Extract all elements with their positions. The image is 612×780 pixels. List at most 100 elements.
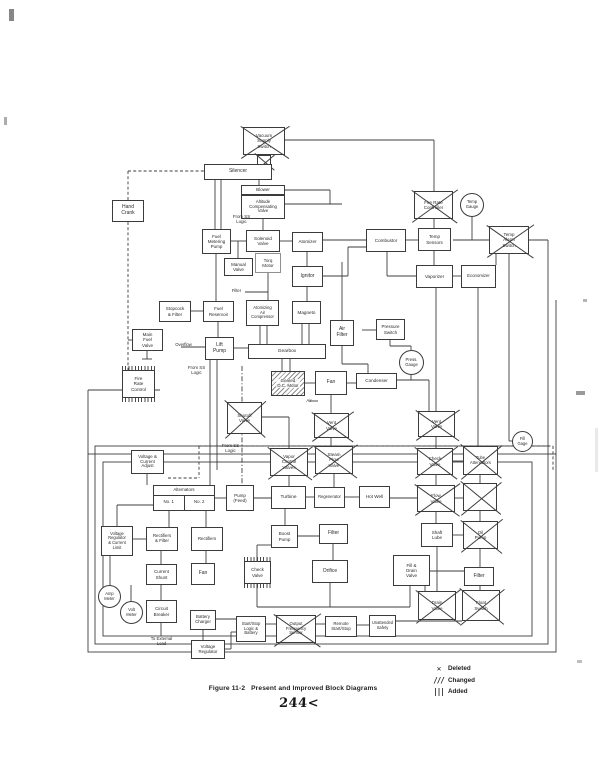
node-torq-motor: Torq Motor xyxy=(255,253,281,273)
node-circuit-breaker: Circuit Breaker xyxy=(146,600,177,623)
node-fire-rate-control-label: Fire Rate Control xyxy=(131,376,146,392)
node-start-stop-logic: Start/Stop Logic & Battery xyxy=(236,616,266,642)
node-temp-sensors-label: Temp Sensors xyxy=(426,234,443,245)
node-to-external-load-label: To External Load xyxy=(150,636,173,646)
node-rectifiers: Rectifiers xyxy=(191,527,223,551)
node-economizer-label: Economizer xyxy=(467,273,490,279)
legend-item-added: |||Added xyxy=(430,686,475,698)
node-filter-mid-label: Filter xyxy=(327,530,340,537)
node-filter-bottom-right: Filter xyxy=(464,567,494,586)
node-fill-gage: Fill Gage xyxy=(512,431,533,452)
node-fire-rate-control: Fire Rate Control xyxy=(122,366,155,402)
legend-label: Deleted xyxy=(448,665,471,673)
node-pressure-switch-top: Pressure Switch xyxy=(376,319,405,340)
node-boost-pump: Boost Pump xyxy=(271,525,298,548)
node-silencer: Silencer xyxy=(204,164,272,180)
node-fuel-metering-pump: Fuel Metering Pump xyxy=(202,229,231,254)
node-fill-gage-label: Fill Gage xyxy=(517,435,528,446)
node-pressure-switch-top-label: Pressure Switch xyxy=(381,324,400,335)
node-current-shunt: Current Shunt xyxy=(146,564,177,585)
node-turbine-label: Turbine xyxy=(280,494,297,500)
node-stopcock-filter: Stopcock & Filter xyxy=(159,301,191,322)
node-dc-motor-label: Geared D.C. Motor xyxy=(276,377,300,389)
node-unattended-safety-label: Unattended Safety xyxy=(371,620,394,630)
node-voltage-regulator-current-limit-label: Voltage Regulator & Current Limit xyxy=(108,530,126,550)
node-shaft-lube: Shaft Lube xyxy=(421,523,453,547)
node-combustor-label: Combustor xyxy=(374,237,398,243)
node-lift-pump: Lift Pump xyxy=(205,337,234,360)
node-vacuum-supply-switch: Vacuum Supply Switch xyxy=(240,125,290,160)
scan-artifact xyxy=(577,660,582,663)
node-hand-crank-label: Hand Crank xyxy=(121,204,135,216)
node-voltage-current-adjust-label: Voltage & Current Adjust xyxy=(138,453,157,469)
node-battery-charger: Battery Charger xyxy=(190,610,216,630)
node-fuel-metering-pump-label: Fuel Metering Pump xyxy=(207,233,226,250)
node-fuel-reservoir: Fuel Reservoir xyxy=(203,301,234,322)
node-atomizing-air-compressor-label: Atomizing Air Compressor xyxy=(251,304,274,320)
node-filter-label: Filter xyxy=(229,288,244,295)
node-blower-label: Blower xyxy=(256,187,270,193)
node-from-ss-logic-2-label: From SS Logic xyxy=(187,365,206,375)
node-atomizer-label: Atomizer xyxy=(298,239,317,245)
node-from-ss-logic-1-label: From SS Logic xyxy=(232,214,251,224)
node-altitude-compensating-valve: Altitude Compensating Valve xyxy=(241,195,285,219)
node-ignitor: Ignitor xyxy=(292,266,323,287)
node-rectifiers-label: Rectifiers xyxy=(197,535,217,541)
node-volt-meter-label: Volt Meter xyxy=(126,606,137,617)
scan-artifact xyxy=(9,9,14,21)
node-alternators-cell-0: No. 1 xyxy=(163,499,175,505)
node-manual-valve: Manual Valve xyxy=(224,258,253,276)
node-air-filter-label: Air Filter xyxy=(336,326,348,338)
node-solenoid-valve-label: Solenoid Valve xyxy=(254,235,272,246)
node-air-filter: Air Filter xyxy=(330,320,354,346)
node-ignitor-label: Ignitor xyxy=(300,272,315,279)
node-orifice: Orifice xyxy=(312,560,348,583)
node-unattended-safety: Unattended Safety xyxy=(369,615,396,637)
node-fan-1: Fan xyxy=(315,371,347,395)
node-from-ss-logic-2: From SS Logic xyxy=(183,365,210,377)
node-fan-1-label: Fan xyxy=(326,379,336,386)
node-fill-drain-valve-label: Fill & Drain Valve xyxy=(406,562,417,579)
node-alternators-title: Alternators xyxy=(173,487,195,493)
node-voltage-regulator-label: Voltage Regulator xyxy=(198,643,218,654)
node-condenser-label: Condenser xyxy=(365,378,388,384)
node-amp-meter-label: Amp Meter xyxy=(104,590,115,601)
node-float-switch-bottom: Float Switch xyxy=(459,588,505,626)
node-to-external-load: To External Load xyxy=(145,636,178,648)
node-check-valve-right: Check Valve xyxy=(414,446,458,480)
node-fire-rate-controller: Fire Rate Controller xyxy=(411,189,458,224)
node-overflow-label-label: Overflow xyxy=(175,342,192,348)
node-filter-mid: Filter xyxy=(319,524,348,544)
page-number: 244< xyxy=(278,696,320,711)
changed-symbol: /// xyxy=(433,675,445,685)
node-from-ss-logic-1: From SS Logic xyxy=(228,214,255,226)
node-circuit-breaker-label: Circuit Breaker xyxy=(153,606,170,617)
node-alternators-cell-1: No. 2 xyxy=(194,499,205,505)
node-economizer: Economizer xyxy=(461,265,496,288)
diagram-legend: ✕Deleted///Changed|||Added xyxy=(430,663,475,698)
figure-caption: Figure 11-2 Present and Improved Block D… xyxy=(208,685,378,692)
node-pump-feed: Pump (Feed) xyxy=(226,485,254,511)
node-valve-right-blank xyxy=(460,481,502,516)
node-combustor: Combustor xyxy=(366,229,406,252)
node-check-valve-added: Check Valve xyxy=(244,557,271,588)
node-torq-motor-label: Torq Motor xyxy=(262,257,274,268)
node-pump-feed-label: Pump (Feed) xyxy=(233,492,247,503)
node-vent-valve-right: Vent Valve xyxy=(415,409,460,442)
node-fill-drain-valve: Fill & Drain Valve xyxy=(393,555,430,586)
node-oil-pump-right: Oil Pump xyxy=(460,519,503,554)
node-check-valve-added-label: Check Valve xyxy=(251,567,264,578)
node-temp-gauge: Temp Gauge xyxy=(460,193,484,217)
legend-label: Changed xyxy=(448,676,475,684)
legend-item-deleted: ✕Deleted xyxy=(430,663,475,675)
legend-item-changed: ///Changed xyxy=(430,675,475,687)
node-amp-meter: Amp Meter xyxy=(98,585,121,608)
node-remote-start-stop-label: Remote Start/Stop xyxy=(331,620,351,631)
node-regenerator-label: Regenerator xyxy=(318,494,341,500)
node-output-frequency-sensor-label: Output Frequency Sensor xyxy=(285,620,307,636)
node-fan-2: Fan xyxy=(191,563,215,585)
node-magneto-label: Magneto xyxy=(297,309,316,315)
node-voltage-regulator-current-limit: Voltage Regulator & Current Limit xyxy=(101,526,133,556)
